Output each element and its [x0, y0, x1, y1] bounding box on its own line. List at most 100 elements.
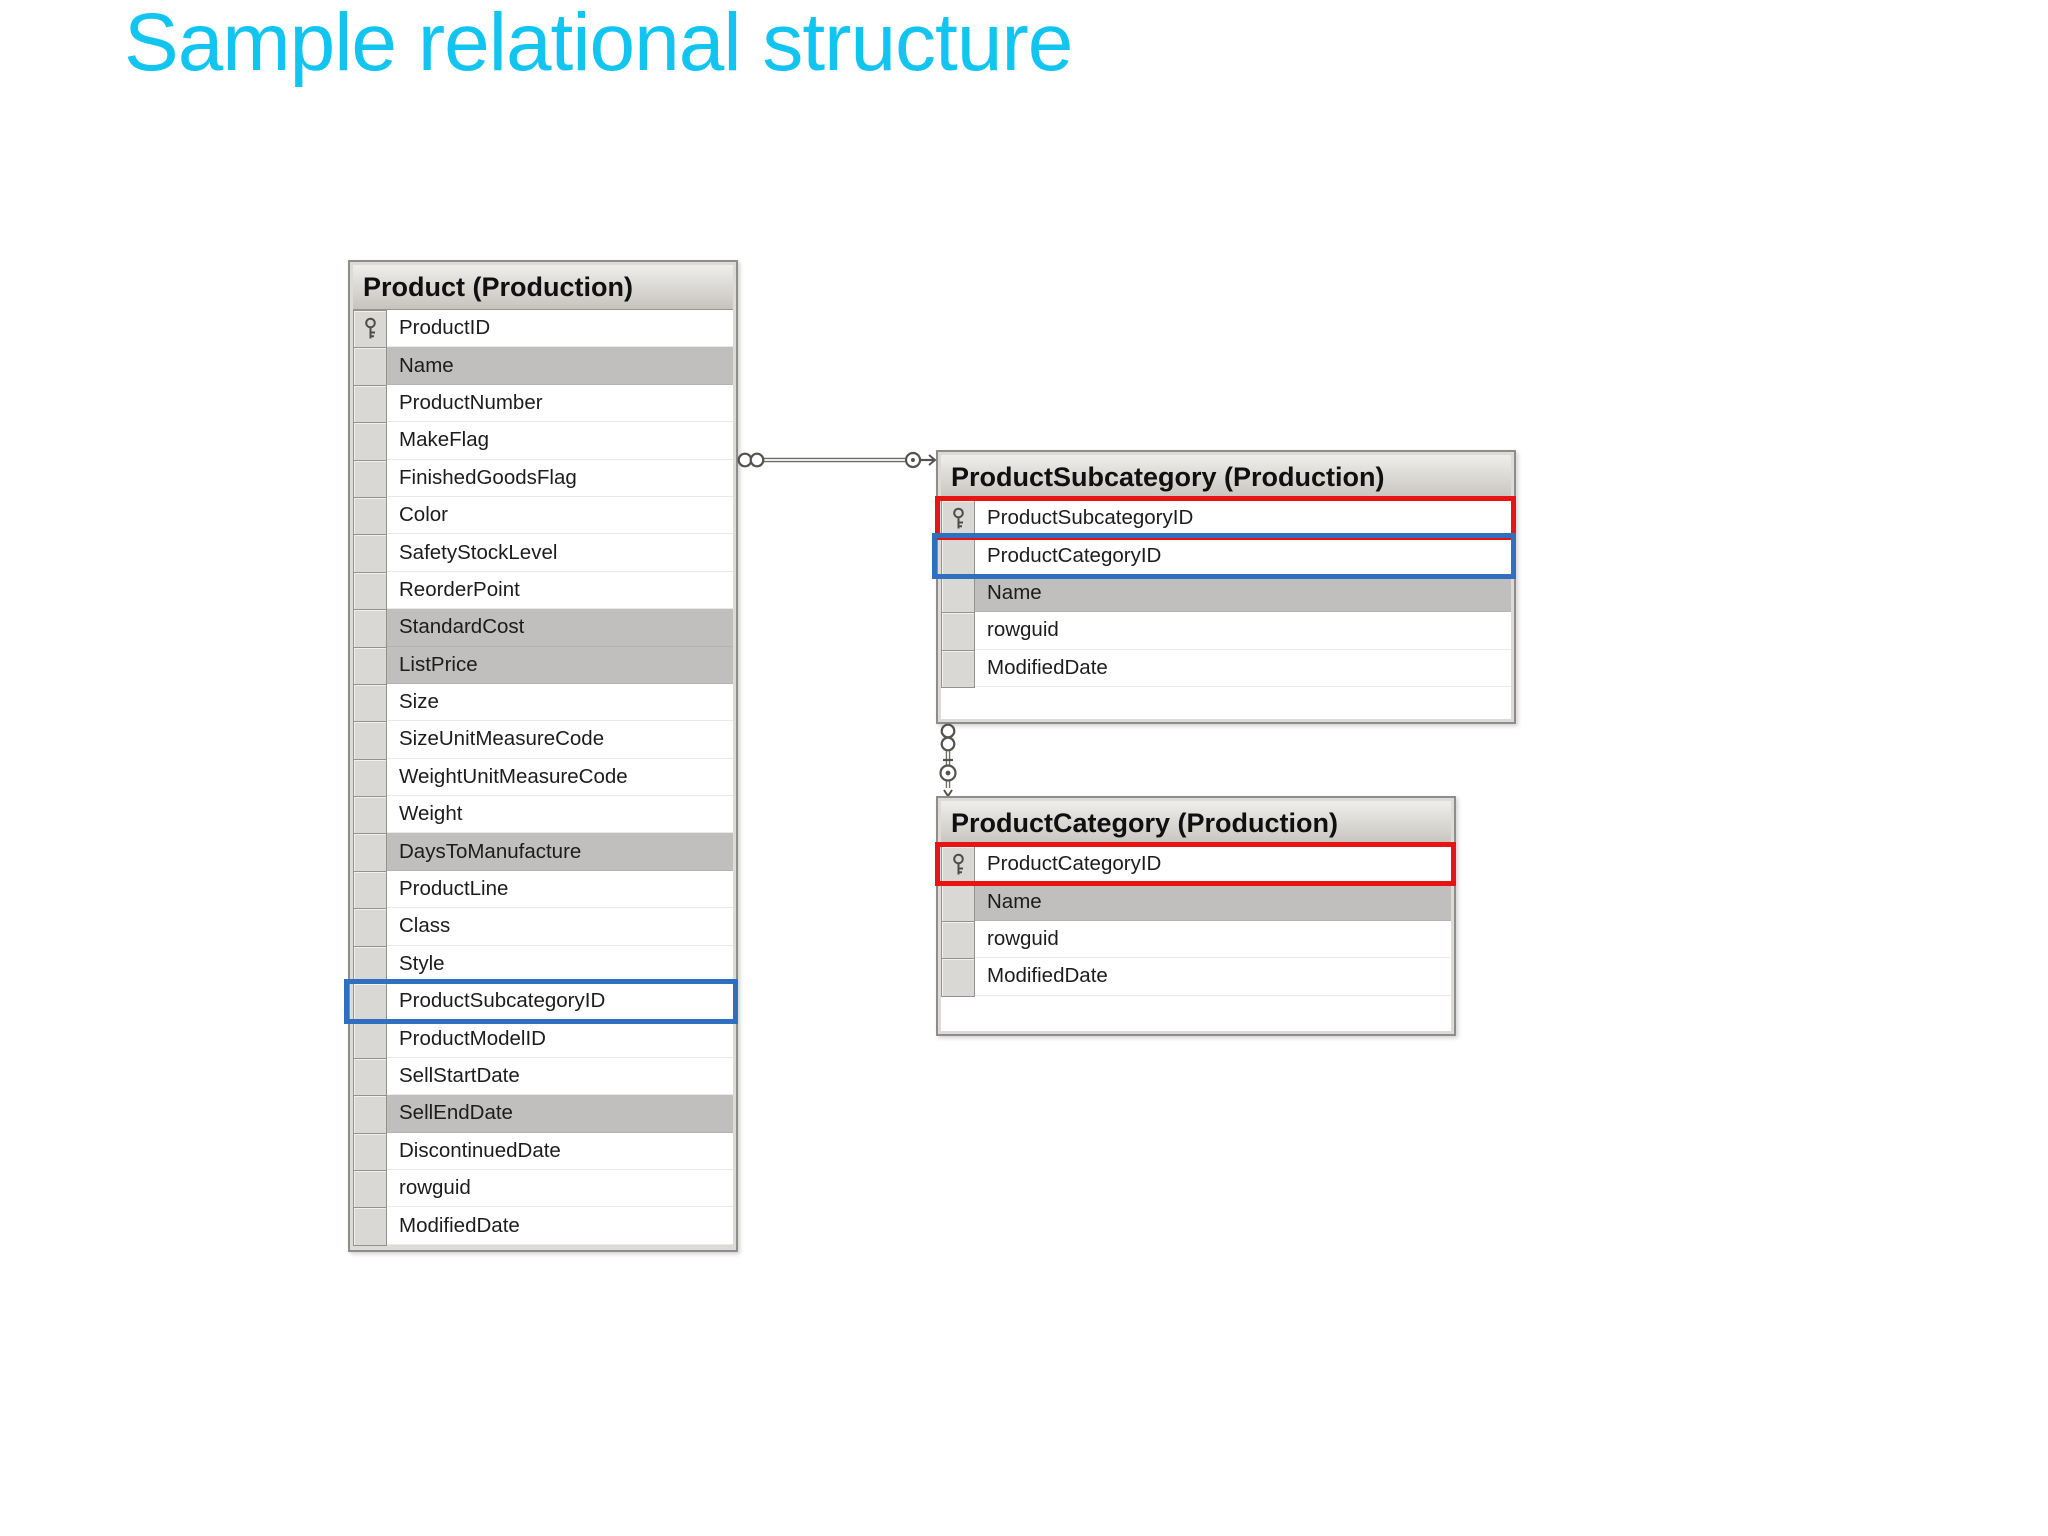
- field-row-WeightUnitMeasureCode: WeightUnitMeasureCode: [353, 758, 733, 798]
- field-row-rowguid: rowguid: [353, 1169, 733, 1209]
- row-selector-cell: [353, 1057, 387, 1097]
- row-selector-cell: [353, 683, 387, 723]
- field-row-rowguid: rowguid: [941, 920, 1451, 960]
- primary-key-cell: [353, 310, 387, 349]
- primary-key-icon: [952, 853, 964, 875]
- field-row-Name: Name: [941, 574, 1511, 614]
- field-name: MakeFlag: [387, 422, 733, 460]
- field-row-ProductNumber: ProductNumber: [353, 384, 733, 424]
- field-row-StandardCost: StandardCost: [353, 609, 733, 648]
- field-name: ProductNumber: [387, 385, 733, 423]
- field-name: Name: [387, 347, 733, 385]
- field-name: Size: [387, 684, 733, 722]
- field-row-SellEndDate: SellEndDate: [353, 1095, 733, 1134]
- row-selector-cell: [353, 1020, 387, 1059]
- field-name: Name: [975, 883, 1451, 921]
- field-name: ProductCategoryID: [975, 846, 1451, 884]
- field-row-ModifiedDate: ModifiedDate: [941, 958, 1451, 997]
- field-name: ReorderPoint: [387, 572, 733, 610]
- row-selector-cell: [353, 983, 387, 1022]
- row-selector-cell: [353, 347, 387, 386]
- field-name: ProductSubcategoryID: [387, 983, 733, 1021]
- row-selector-cell: [353, 609, 387, 648]
- field-row-ListPrice: ListPrice: [353, 646, 733, 685]
- row-selector-cell: [941, 920, 975, 960]
- field-row-Style: Style: [353, 945, 733, 985]
- field-row-FinishedGoodsFlag: FinishedGoodsFlag: [353, 459, 733, 498]
- field-name: ListPrice: [387, 646, 733, 684]
- field-name: Class: [387, 908, 733, 946]
- field-name: SellStartDate: [387, 1058, 733, 1096]
- row-selector-cell: [941, 649, 975, 688]
- row-selector-cell: [353, 833, 387, 872]
- field-name: ProductLine: [387, 871, 733, 909]
- row-selector-cell: [353, 384, 387, 424]
- field-row-MakeFlag: MakeFlag: [353, 422, 733, 461]
- table-productcategory-title: ProductCategory (Production): [941, 801, 1451, 845]
- primary-key-cell: [941, 846, 975, 885]
- one-end-key-icon: [904, 451, 937, 469]
- field-name: DiscontinuedDate: [387, 1133, 733, 1170]
- row-selector-cell: [353, 721, 387, 760]
- primary-key-icon: [952, 507, 964, 529]
- field-row-ProductSubcategoryID: ProductSubcategoryID: [935, 496, 1516, 541]
- field-row-Class: Class: [353, 908, 733, 947]
- field-name: ProductSubcategoryID: [975, 500, 1511, 538]
- field-name: ModifiedDate: [387, 1207, 733, 1245]
- table-productsubcategory-title: ProductSubcategory (Production): [941, 455, 1511, 499]
- field-row-ProductSubcategoryID: ProductSubcategoryID: [344, 979, 738, 1025]
- row-selector-cell: [353, 1095, 387, 1134]
- row-selector-cell: [353, 1207, 387, 1246]
- primary-key-icon: [364, 317, 376, 339]
- row-selector-cell: [353, 870, 387, 910]
- field-row-ProductModelID: ProductModelID: [353, 1020, 733, 1059]
- field-name: rowguid: [975, 612, 1511, 650]
- field-row-DaysToManufacture: DaysToManufacture: [353, 833, 733, 872]
- table-productcategory: ProductCategory (Production) ProductCate…: [935, 796, 1456, 1036]
- field-name: Color: [387, 497, 733, 535]
- field-name: SizeUnitMeasureCode: [387, 721, 733, 759]
- field-name: FinishedGoodsFlag: [387, 460, 733, 497]
- field-row-Color: Color: [353, 496, 733, 536]
- row-selector-cell: [353, 646, 387, 685]
- field-name: StandardCost: [387, 609, 733, 647]
- field-row-ProductID: ProductID: [353, 310, 733, 349]
- many-end-infinity-icon: [940, 723, 956, 752]
- field-row-ModifiedDate: ModifiedDate: [941, 649, 1511, 688]
- field-row-ReorderPoint: ReorderPoint: [353, 571, 733, 611]
- field-row-SizeUnitMeasureCode: SizeUnitMeasureCode: [353, 721, 733, 760]
- field-row-Size: Size: [353, 683, 733, 723]
- row-selector-cell: [353, 459, 387, 498]
- field-name: Name: [975, 574, 1511, 613]
- row-selector-cell: [941, 612, 975, 651]
- field-row-ModifiedDate: ModifiedDate: [353, 1207, 733, 1246]
- field-name: ModifiedDate: [975, 958, 1451, 996]
- field-name: ProductCategoryID: [975, 537, 1511, 575]
- row-selector-cell: [353, 796, 387, 835]
- row-selector-cell: [353, 1169, 387, 1209]
- field-name: rowguid: [975, 921, 1451, 959]
- field-name: Weight: [387, 796, 733, 834]
- field-row-ProductLine: ProductLine: [353, 870, 733, 910]
- row-selector-cell: [353, 908, 387, 947]
- row-selector-cell: [353, 422, 387, 461]
- field-row-ProductCategoryID: ProductCategoryID: [932, 533, 1516, 579]
- row-selector-cell: [353, 1132, 387, 1171]
- row-selector-cell: [941, 883, 975, 922]
- row-selector-cell: [353, 496, 387, 536]
- relationship-subcategory-category: [939, 723, 957, 796]
- field-row-Name: Name: [353, 347, 733, 386]
- field-row-DiscontinuedDate: DiscontinuedDate: [353, 1132, 733, 1171]
- field-row-SafetyStockLevel: SafetyStockLevel: [353, 534, 733, 573]
- row-selector-cell: [941, 574, 975, 614]
- field-name: rowguid: [387, 1170, 733, 1208]
- field-name: ProductID: [387, 310, 733, 348]
- many-end-infinity-icon: [737, 452, 765, 468]
- field-name: WeightUnitMeasureCode: [387, 759, 733, 797]
- row-selector-cell: [941, 958, 975, 997]
- field-name: ModifiedDate: [975, 650, 1511, 687]
